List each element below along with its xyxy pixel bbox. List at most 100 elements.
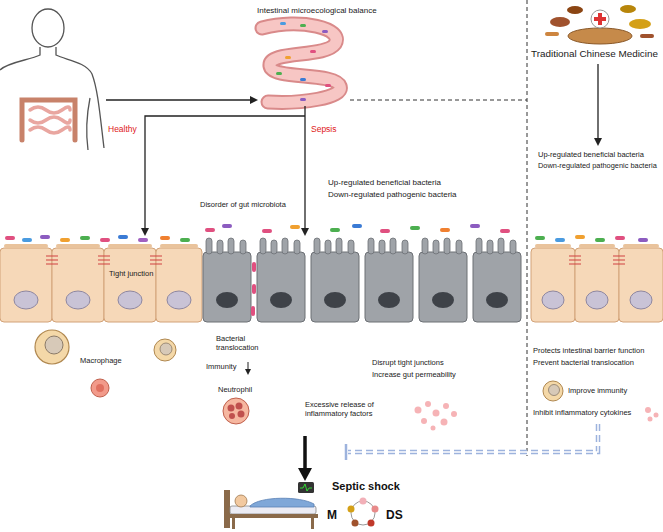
text-label: Protects intestinal barrier function	[533, 346, 644, 355]
text-label: Increase gut permeability	[372, 370, 456, 379]
gut-illustration	[262, 24, 340, 102]
macrophage-cell	[35, 330, 69, 364]
long-microvilli	[294, 240, 300, 254]
gut-bacteria	[300, 98, 306, 101]
text-label: Septic shock	[332, 480, 400, 493]
tight-junction	[613, 256, 625, 257]
text-label: DS	[386, 508, 403, 522]
herb-illustration	[545, 32, 559, 36]
tight-junction	[98, 260, 110, 261]
red-cell	[96, 384, 104, 392]
arrow-head	[141, 96, 602, 236]
inhibition-arrow	[346, 424, 598, 460]
microvilli	[108, 244, 152, 248]
macrophage-cell	[160, 343, 172, 355]
long-microvilli	[217, 240, 223, 254]
bacteria	[410, 226, 420, 230]
restored-epithelium	[531, 248, 663, 322]
bacteria	[5, 236, 15, 240]
long-microvilli	[271, 240, 277, 254]
patient-bed	[228, 514, 318, 518]
arrow-head	[301, 228, 309, 236]
down-arrow	[248, 362, 249, 370]
text-label: Disorder of gut microbiota	[200, 200, 286, 209]
text-label: Macrophage	[80, 356, 122, 365]
patient-bed	[232, 518, 235, 529]
patient-bed	[224, 490, 230, 528]
intestine-icon	[30, 107, 70, 133]
cell-nucleus	[432, 292, 454, 308]
human-figure	[0, 9, 104, 150]
cell-nucleus	[586, 291, 608, 309]
organ-ring	[360, 498, 367, 505]
cell-nucleus	[118, 291, 142, 309]
gut-illustration	[262, 24, 340, 102]
tight-junction	[150, 256, 162, 257]
divider-line	[350, 0, 527, 456]
tight-junction	[46, 264, 58, 265]
long-microvilli	[487, 240, 493, 254]
damaged-epithelium	[311, 252, 359, 322]
bacteria	[138, 238, 148, 242]
tight-junction	[569, 256, 581, 257]
macrophage-cell	[543, 381, 563, 401]
bacteria	[222, 224, 232, 228]
text-label: M	[327, 508, 337, 522]
tight-junction	[569, 256, 625, 264]
text-label: Disrupt tight junctions	[372, 358, 444, 367]
herb-illustration	[591, 10, 609, 28]
text-label: Improve immunity	[568, 386, 627, 395]
human-figure	[87, 98, 90, 150]
cell-nucleus	[542, 291, 652, 309]
macrophage-cell	[35, 330, 563, 401]
flow-arrow	[145, 116, 305, 229]
text-label: Immunity	[206, 362, 236, 371]
cytokine-dots	[425, 401, 431, 407]
long-microvilli	[240, 240, 246, 254]
text-label: Intestinal microecological balance	[257, 6, 377, 16]
herb-illustration	[545, 5, 654, 44]
tight-junction	[569, 260, 581, 261]
gut-bacteria	[285, 56, 291, 59]
long-microvilli	[476, 238, 482, 254]
long-microvilli	[348, 240, 354, 254]
gut-bacteria	[322, 30, 328, 33]
damaged-epithelium	[473, 252, 521, 322]
main-arrow	[303, 436, 307, 470]
gut-bacteria	[276, 72, 282, 75]
text-label: Down-regulated pathogenic bacteria	[538, 162, 657, 171]
long-microvilli	[379, 240, 385, 254]
bacteria	[290, 225, 300, 229]
patient-bed	[250, 498, 314, 507]
cytokine-dots	[415, 401, 659, 431]
gut-bacteria	[300, 24, 306, 27]
bacteria	[470, 224, 480, 228]
tight-junction	[150, 264, 162, 265]
bacteria	[40, 235, 50, 239]
organ-ring	[368, 520, 375, 527]
microvilli	[160, 244, 198, 248]
long-microvilli	[422, 238, 428, 254]
bacteria	[380, 229, 390, 233]
bacteria	[575, 235, 585, 239]
text-label: Sepsis	[311, 124, 337, 134]
neutrophil-cell	[229, 413, 235, 419]
gut-bacteria	[280, 22, 286, 25]
long-microvilli	[206, 238, 212, 254]
macrophage-cell	[549, 385, 560, 396]
cell-nucleus	[66, 291, 90, 309]
healthy-epithelium	[52, 248, 104, 322]
text-label: Bacterial translocation	[216, 334, 278, 352]
text-label: Down-regulated pathogenic bacteria	[328, 190, 457, 200]
long-microvilli	[444, 238, 450, 254]
bacteria	[80, 236, 90, 240]
long-microvilli	[336, 238, 342, 254]
long-microvilli	[314, 238, 320, 254]
bacteria	[638, 238, 648, 242]
tight-junction	[46, 256, 58, 257]
restored-epithelium	[619, 248, 663, 322]
cytokine-dots	[431, 426, 436, 431]
microvilli	[4, 244, 48, 248]
flow-arrow	[106, 99, 251, 100]
